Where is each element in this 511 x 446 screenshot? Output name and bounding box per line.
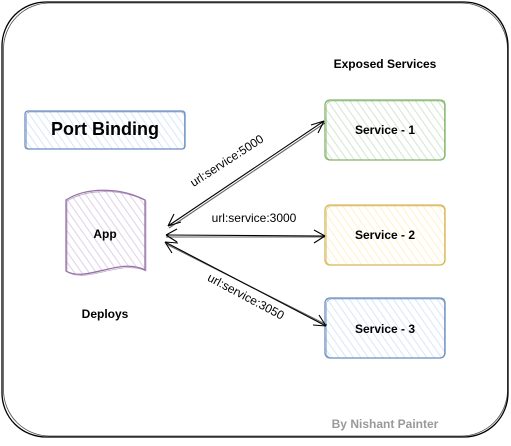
service-box-3: Service - 3 — [324, 297, 446, 359]
author-credit: By Nishant Painter — [332, 417, 439, 431]
title-box: Port Binding — [24, 110, 186, 150]
deploys-label: Deploys — [82, 307, 129, 321]
service-box-1: Service - 1 — [324, 99, 446, 161]
service-1-label: Service - 1 — [355, 123, 415, 137]
url-label-service-2: url:service:3000 — [212, 211, 297, 225]
url-label-service-1: url:service:5000 — [187, 132, 266, 190]
connector-service-2 — [165, 228, 326, 244]
app-label: App — [93, 227, 116, 241]
service-box-2: Service - 2 — [324, 204, 446, 266]
connector-service-1 — [167, 120, 326, 229]
service-3-label: Service - 3 — [355, 322, 415, 336]
connector-service-3 — [164, 241, 328, 327]
url-label-service-3: url:service:3050 — [205, 270, 287, 322]
app-node: App — [65, 189, 147, 276]
exposed-services-heading: Exposed Services — [334, 57, 437, 71]
outer-frame — [1, 1, 509, 438]
diagram-title: Port Binding — [51, 119, 159, 139]
service-2-label: Service - 2 — [355, 228, 415, 242]
